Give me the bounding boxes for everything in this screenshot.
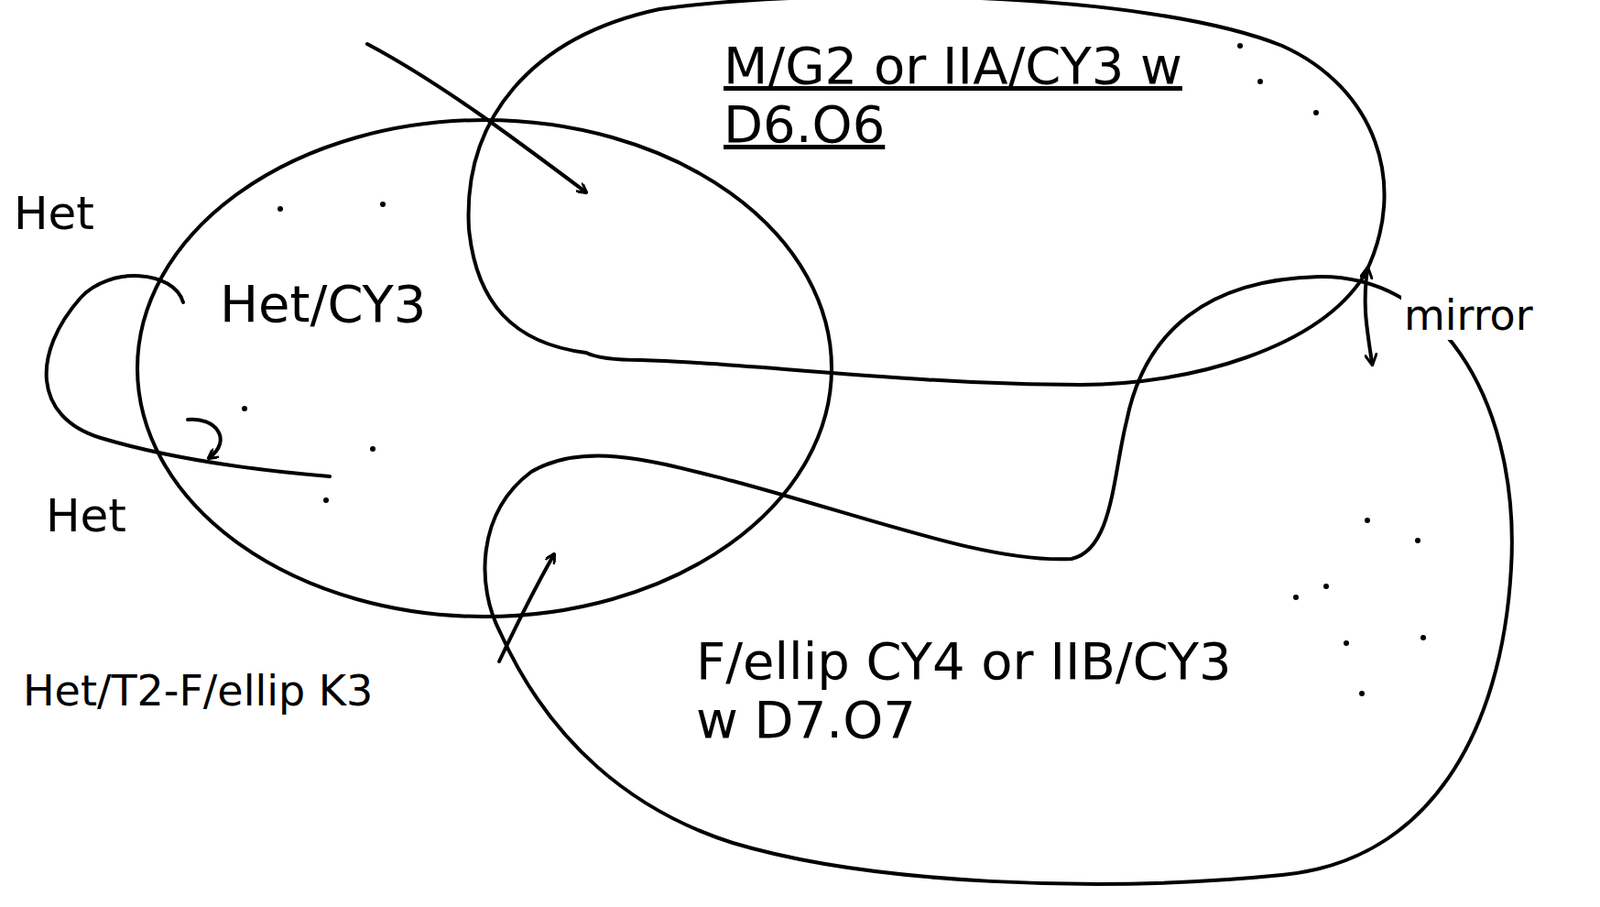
region-outline xyxy=(137,119,832,617)
region-title: F/ellip CY4 or IIB/CY3 w D7.O7 xyxy=(696,631,1264,751)
edge-label: mirror xyxy=(1401,291,1536,340)
duality-region: Het/CY3 xyxy=(137,119,832,618)
region-outline xyxy=(467,270,1530,898)
region-title: Het/CY3 xyxy=(219,274,495,334)
duality-region: F/ellip CY4 or IIB/CY3 w D7.O7 xyxy=(467,270,1530,898)
annotation-label: Het/T2-F/ellip K3 xyxy=(22,666,373,716)
region-title: M/G2 or IIA/CY3 w D6.O6 xyxy=(723,36,1292,155)
annotation-label: Het xyxy=(45,489,127,544)
duality-region: M/G2 or IIA/CY3 w D6.O6 xyxy=(457,0,1420,394)
annotation-label: Het xyxy=(13,187,95,241)
region-outline xyxy=(468,0,1385,385)
region-outline xyxy=(137,119,832,618)
region-outline xyxy=(484,276,1512,884)
